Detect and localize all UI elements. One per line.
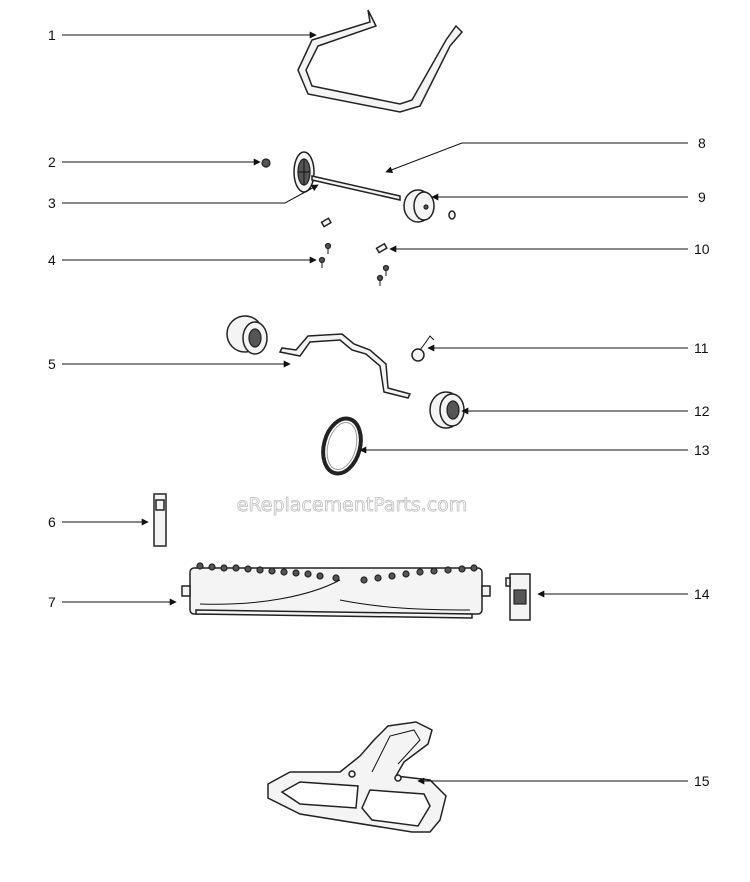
callout-11: 11: [694, 340, 709, 356]
part-15-base-plate: [267, 721, 447, 833]
part-10-clip: [375, 242, 390, 286]
part-5-rear-wheel: [226, 315, 268, 355]
leader-3: [62, 184, 319, 204]
part-5-rear-axle: [278, 333, 412, 399]
watermark-text: eReplacementParts.com: [237, 494, 468, 516]
part-3-front-wheel: [293, 151, 315, 193]
callout-1: 1: [48, 27, 56, 43]
part-13-belt: [321, 416, 363, 476]
part-6-end-cap: [153, 493, 167, 547]
callout-2: 2: [48, 154, 56, 170]
part-1-handle-bail: [297, 9, 464, 113]
callout-9: 9: [698, 189, 706, 205]
callout-7: 7: [48, 594, 56, 610]
leader-lines: [62, 31, 688, 785]
callout-15: 15: [694, 773, 710, 789]
callout-10: 10: [694, 241, 710, 257]
part-small-clip: [320, 217, 332, 228]
callout-5: 5: [48, 356, 56, 372]
part-4-screws: [318, 242, 332, 268]
part-9-front-wheel: [403, 189, 435, 223]
part-9-cap: [448, 210, 456, 220]
callout-3: 3: [48, 195, 56, 211]
part-12-rear-wheel: [429, 391, 465, 429]
part-14-end-cap: [505, 573, 531, 621]
part-8-axle: [311, 175, 401, 201]
callout-12: 12: [694, 403, 710, 419]
part-11-spring: [411, 335, 435, 362]
callout-labels: 1 2 3 4 5 6 7 8 9 10 11 12 13 14 15: [48, 27, 710, 789]
leader-8: [385, 142, 688, 174]
callout-6: 6: [48, 514, 56, 530]
callout-4: 4: [48, 252, 56, 268]
callout-13: 13: [694, 442, 710, 458]
callout-8: 8: [698, 135, 706, 151]
callout-14: 14: [694, 586, 710, 602]
part-7-bristles: [196, 562, 478, 584]
part-2-nut: [261, 158, 271, 168]
part-7-brush-roll: [181, 567, 491, 619]
